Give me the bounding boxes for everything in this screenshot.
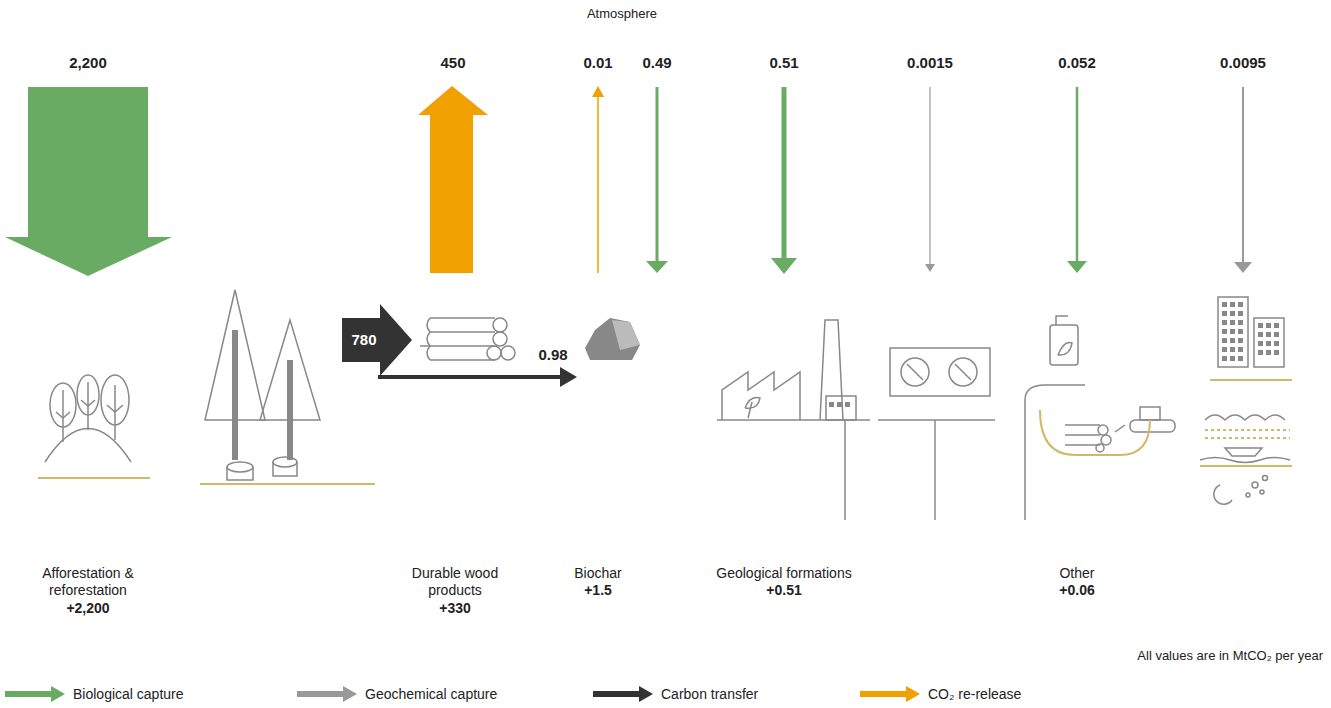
legend-text: Carbon transfer	[661, 686, 758, 702]
flow-value: 0.01	[583, 54, 612, 72]
store-value: +1.5	[584, 582, 612, 599]
legend-entry: Carbon transfer	[593, 686, 758, 702]
flow-value: 0.052	[1058, 54, 1096, 72]
flow-value: 450	[440, 54, 465, 72]
store-value: +0.51	[766, 582, 801, 599]
legend-text: CO₂ re-release	[928, 686, 1021, 702]
flow-value: 0.0015	[907, 54, 953, 72]
store-value: +330	[439, 600, 471, 617]
store-name: Durable wood products	[395, 565, 515, 599]
legend-entry: Biological capture	[5, 686, 184, 702]
store-name: Other	[1059, 565, 1094, 582]
legend-text: Biological capture	[73, 686, 184, 702]
legend-entry: CO₂ re-release	[860, 686, 1021, 702]
legend-swatch	[297, 686, 357, 702]
flow-value: 0.49	[642, 54, 671, 72]
store-value: +2,200	[66, 600, 109, 617]
transfer-value: 0.98	[538, 346, 567, 364]
legend-swatch	[5, 686, 65, 702]
store-name: Geological formations	[716, 565, 851, 582]
store-name: Afforestation & reforestation	[18, 565, 158, 599]
flow-value: 0.0095	[1220, 54, 1266, 72]
flow-value: 2,200	[69, 54, 107, 72]
flow-value: 0.51	[769, 54, 798, 72]
legend-entry: Geochemical capture	[297, 686, 497, 702]
legend-text: Geochemical capture	[365, 686, 497, 702]
store-name: Biochar	[574, 565, 621, 582]
store-value: +0.06	[1059, 582, 1094, 599]
legend-swatch	[860, 686, 920, 702]
region-title: Atmosphere	[587, 6, 657, 22]
unit-note: All values are in MtCO₂ per year	[1137, 648, 1323, 664]
legend-swatch	[593, 686, 653, 702]
transfer-value: 780	[351, 331, 376, 349]
